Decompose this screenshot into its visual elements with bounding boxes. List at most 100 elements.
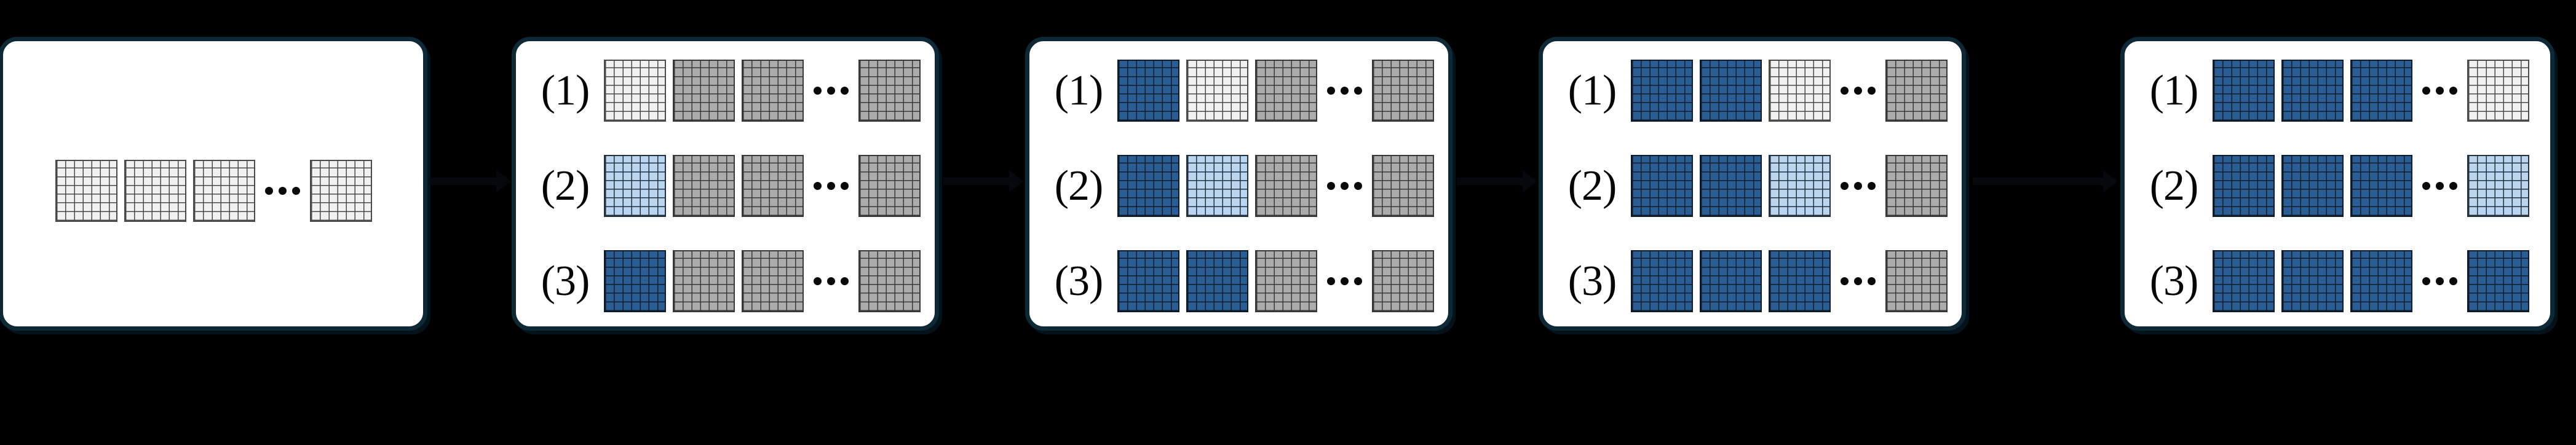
masked-token-grid xyxy=(1255,250,1317,312)
step-label: (1) xyxy=(1054,66,1104,114)
dot-icon xyxy=(1327,277,1335,285)
generated-token-grid xyxy=(2213,60,2275,122)
dot-icon xyxy=(1868,182,1876,190)
ellipsis-dots xyxy=(262,160,303,222)
ellipsis-dots xyxy=(810,250,852,312)
masked-token-grid xyxy=(858,155,921,217)
dot-icon xyxy=(1841,182,1849,190)
dot-icon xyxy=(814,277,822,285)
masked-token-grid xyxy=(858,60,921,122)
generation-step-row: (2) xyxy=(1560,155,1948,217)
masked-token-grid xyxy=(742,60,804,122)
dot-icon xyxy=(2436,182,2444,190)
panel-initial-noise xyxy=(0,37,427,331)
dot-icon xyxy=(2436,277,2444,285)
noise-token-grid xyxy=(1186,60,1248,122)
panel-stage-2: (1) (2) (3) xyxy=(1025,37,1452,331)
dot-icon xyxy=(1841,277,1849,285)
dot-icon xyxy=(1854,277,1862,285)
partially-denoised-token-grid xyxy=(1769,155,1831,217)
dot-icon xyxy=(1354,277,1362,285)
generated-token-grid xyxy=(2467,250,2529,312)
generated-token-grid xyxy=(1631,250,1693,312)
dot-icon xyxy=(1341,87,1349,95)
generated-token-grid xyxy=(2281,60,2344,122)
dot-icon xyxy=(1868,87,1876,95)
generation-step-row: (3) xyxy=(533,250,921,312)
generated-token-grid xyxy=(2281,155,2344,217)
step-label: (3) xyxy=(2149,257,2199,305)
generated-token-grid xyxy=(2213,155,2275,217)
dot-icon xyxy=(2449,182,2457,190)
generated-token-grid xyxy=(604,250,666,312)
step-label: (2) xyxy=(1567,162,1617,210)
generation-step-row: (1) xyxy=(1560,60,1948,122)
dot-icon xyxy=(1341,182,1349,190)
generated-token-grid xyxy=(1117,155,1179,217)
generation-step-row: (2) xyxy=(1047,155,1434,217)
masked-token-grid xyxy=(673,60,735,122)
generation-step-row: (1) xyxy=(533,60,921,122)
panel-stage-3: (1) (2) (3) xyxy=(1539,37,1966,331)
ellipsis-dots xyxy=(2419,60,2460,122)
ellipsis-dots xyxy=(1837,155,1879,217)
dot-icon xyxy=(841,182,849,190)
masked-token-grid xyxy=(1372,250,1434,312)
dot-icon xyxy=(1841,87,1849,95)
step-label: (1) xyxy=(541,66,590,114)
generated-token-grid xyxy=(2350,60,2412,122)
noise-token-grid xyxy=(310,160,372,222)
panel-stage-4: (1)(2)(3) xyxy=(2120,37,2554,331)
noise-token-grid xyxy=(604,60,666,122)
masked-token-grid xyxy=(673,155,735,217)
generation-step-row: (3) xyxy=(2142,250,2529,312)
dot-icon xyxy=(2422,87,2430,95)
masked-token-grid xyxy=(1885,60,1948,122)
dot-icon xyxy=(841,87,849,95)
masked-token-grid xyxy=(742,250,804,312)
masked-token-grid xyxy=(1885,155,1948,217)
dot-icon xyxy=(1354,87,1362,95)
generation-step-row: (1) xyxy=(1047,60,1434,122)
generation-step-row: (2) xyxy=(533,155,921,217)
masked-token-grid xyxy=(1372,60,1434,122)
dot-icon xyxy=(814,182,822,190)
ellipsis-dots xyxy=(1324,155,1365,217)
dot-icon xyxy=(265,187,273,195)
step-label: (3) xyxy=(1054,257,1104,305)
ellipsis-dots xyxy=(810,60,852,122)
ellipsis-dots xyxy=(1837,250,1879,312)
generated-token-grid xyxy=(1700,250,1762,312)
dot-icon xyxy=(1868,277,1876,285)
arrow-right-icon xyxy=(1457,170,1537,192)
dot-icon xyxy=(2449,277,2457,285)
arrow-right-icon xyxy=(943,170,1024,192)
dot-icon xyxy=(2449,87,2457,95)
ellipsis-dots xyxy=(2419,250,2460,312)
generation-step-row: (1) xyxy=(2142,60,2529,122)
generated-token-grid xyxy=(2350,155,2412,217)
ellipsis-dots xyxy=(1837,60,1879,122)
generated-token-grid xyxy=(2281,250,2344,312)
partially-denoised-token-grid xyxy=(2467,155,2529,217)
ellipsis-dots xyxy=(1324,60,1365,122)
masked-token-grid xyxy=(673,250,735,312)
noise-token-grid xyxy=(55,160,117,222)
generated-token-grid xyxy=(2213,250,2275,312)
generation-step-row: (3) xyxy=(1560,250,1948,312)
dot-icon xyxy=(1341,277,1349,285)
dot-icon xyxy=(279,187,287,195)
noise-token-grid xyxy=(1769,60,1831,122)
step-label: (1) xyxy=(1567,66,1617,114)
dot-icon xyxy=(841,277,849,285)
step-label: (2) xyxy=(1054,162,1104,210)
partially-denoised-token-grid xyxy=(1186,155,1248,217)
dot-icon xyxy=(814,87,822,95)
generated-token-grid xyxy=(1631,155,1693,217)
dot-icon xyxy=(1327,87,1335,95)
generated-token-grid xyxy=(1117,60,1179,122)
dot-icon xyxy=(2422,277,2430,285)
dot-icon xyxy=(1854,182,1862,190)
ellipsis-dots xyxy=(1324,250,1365,312)
